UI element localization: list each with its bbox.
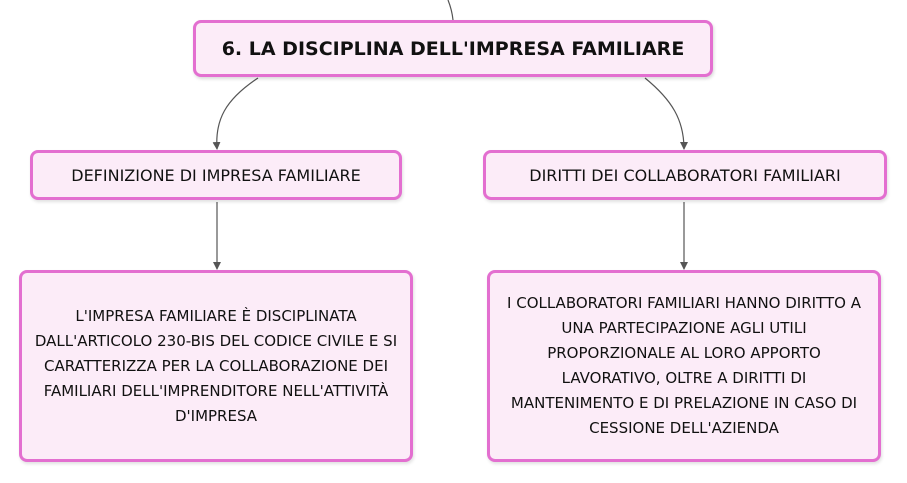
leaf-definizione-detail[interactable]: L'IMPRESA FAMILIARE È DISCIPLINATA DALL'… — [19, 270, 413, 462]
leaf-diritti-text: I COLLABORATORI FAMILIARI HANNO DIRITTO … — [507, 294, 861, 437]
leaf-diritti-detail[interactable]: I COLLABORATORI FAMILIARI HANNO DIRITTO … — [487, 270, 881, 462]
branch-definizione-label: DEFINIZIONE DI IMPRESA FAMILIARE — [71, 165, 361, 185]
branch-definizione[interactable]: DEFINIZIONE DI IMPRESA FAMILIARE — [30, 150, 402, 200]
connector-root-to-right-branch — [644, 77, 688, 150]
root-topic[interactable]: 6. LA DISCIPLINA DELL'IMPRESA FAMILIARE — [193, 20, 713, 77]
leaf-definizione-text: L'IMPRESA FAMILIARE È DISCIPLINATA DALL'… — [34, 306, 398, 425]
root-topic-label: 6. LA DISCIPLINA DELL'IMPRESA FAMILIARE — [221, 37, 685, 60]
connector-parent-to-root — [447, 0, 454, 21]
connector-root-to-left-branch — [212, 77, 259, 150]
branch-diritti[interactable]: DIRITTI DEI COLLABORATORI FAMILIARI — [483, 150, 887, 200]
branch-diritti-label: DIRITTI DEI COLLABORATORI FAMILIARI — [529, 165, 841, 185]
